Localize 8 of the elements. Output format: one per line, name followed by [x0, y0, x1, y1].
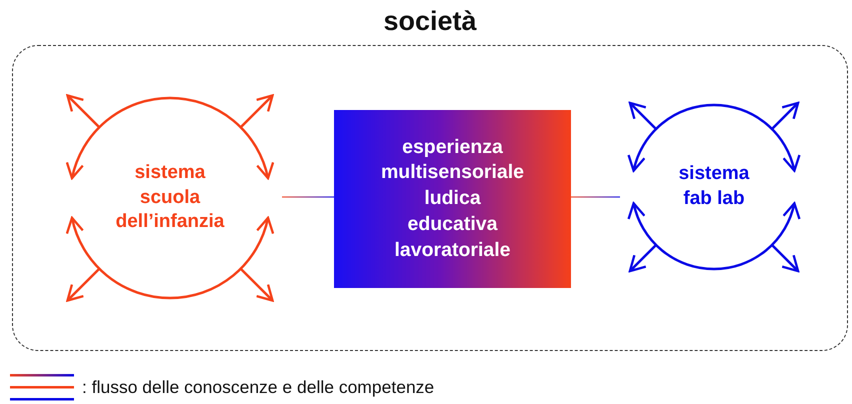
- connector-line: [571, 196, 620, 198]
- node-label: sistema fab lab: [678, 162, 750, 211]
- group-heading: società: [383, 6, 477, 36]
- gradient-box: [334, 110, 571, 288]
- node-label: esperienza multisensoriale ludica educativa lavoratoriale: [380, 134, 526, 263]
- connector-line: [282, 196, 334, 198]
- node-label: sistema scuola dell’infanzia: [114, 160, 226, 234]
- legend-text: : flusso delle conoscenze e delle competenze: [82, 376, 434, 398]
